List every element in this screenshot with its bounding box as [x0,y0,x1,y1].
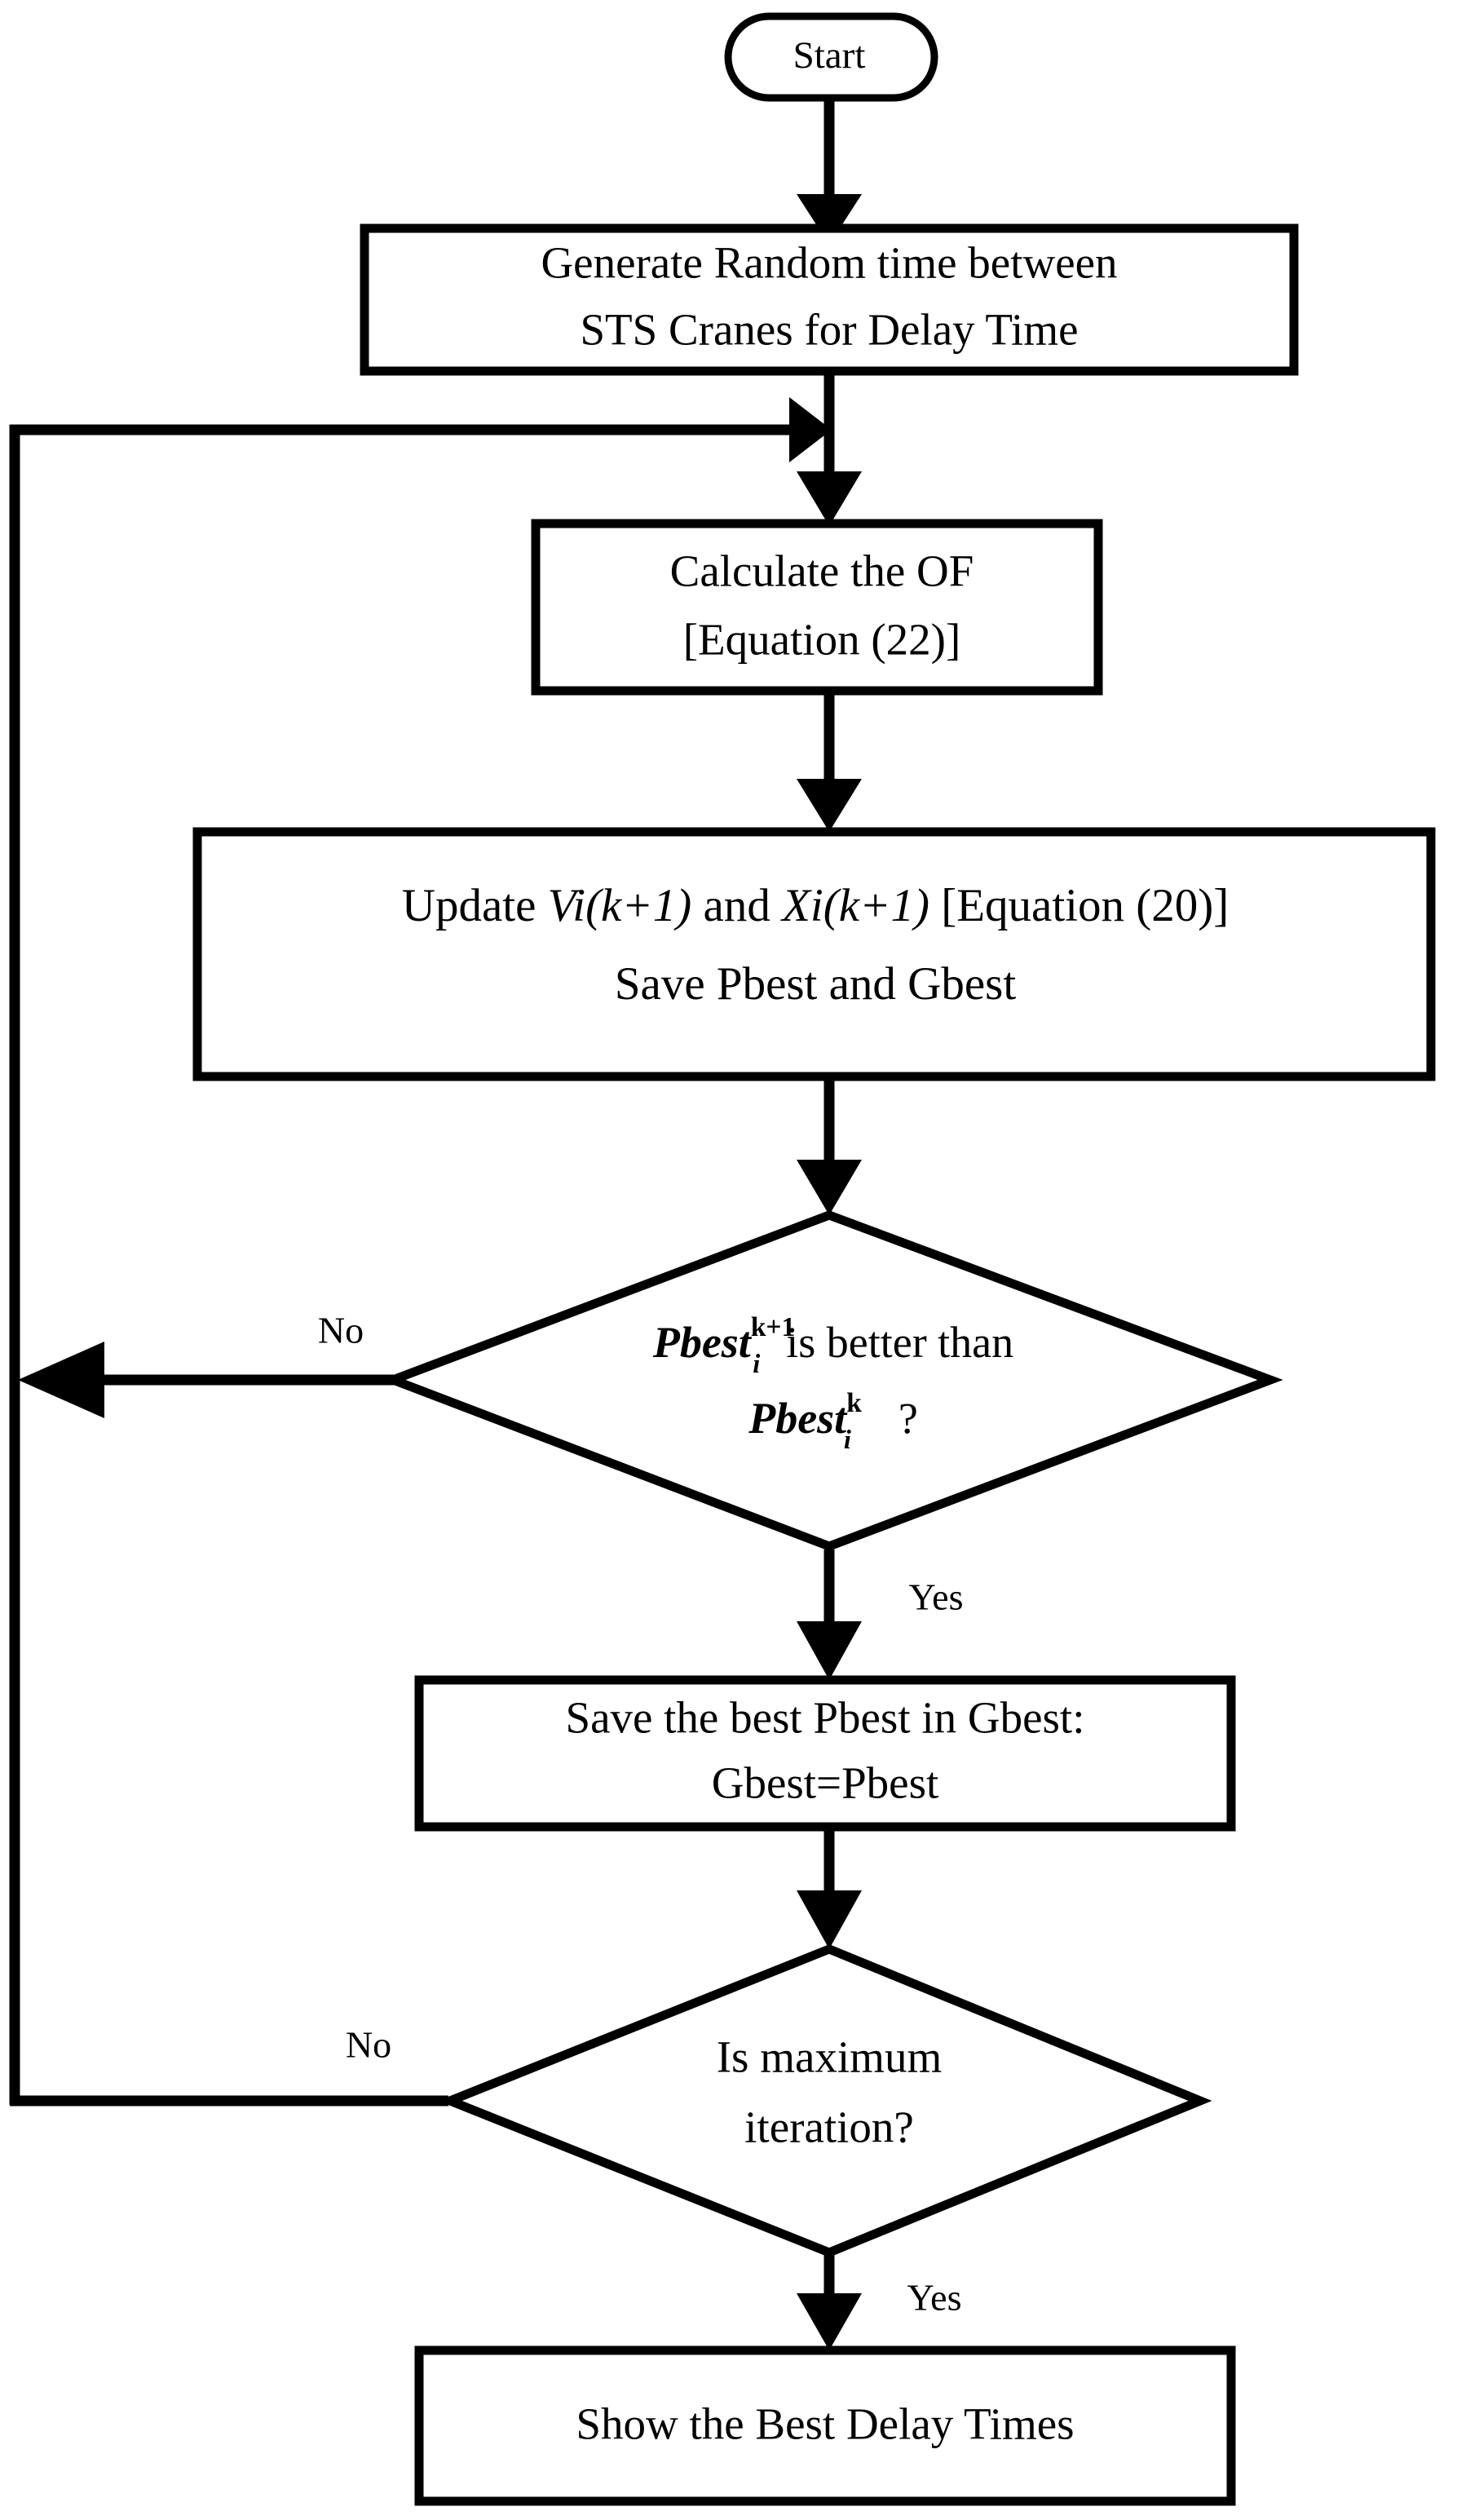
decision-pbest-sub-i2: i [844,1426,851,1455]
decision-pbest-question: ? [898,1394,918,1443]
node-decision-pbest-line1: Pbestk+1 i is better than [652,1312,1013,1380]
edge-label-iteration-yes: Yes [907,2277,962,2319]
node-calculate-line1: Calculate the OF [670,546,974,596]
node-generate-random-time[interactable] [360,223,1299,376]
node-update-line2: Save Pbest and Gbest [615,958,1017,1010]
edge-savegbest-to-decision-iteration [797,1827,862,1949]
edge-generate-to-calculate [797,371,862,526]
edge-label-pbest-yes: Yes [909,1576,964,1618]
edge-feedback-loop [9,397,832,2105]
node-update-line1: Update Vi(k+1) and Xi(k+1) [Equation (20… [402,880,1229,931]
decision-pbest-sup-new: k+1 [751,1312,795,1342]
node-calculate-line2: [Equation (22)] [683,615,961,665]
node-save-gbest-line1: Save the best Pbest in Gbest: [565,1693,1084,1743]
node-start[interactable] [724,12,938,102]
edge-decision-iteration-yes [797,2255,862,2350]
decision-pbest-var2: Pbest [748,1394,848,1443]
decision-pbest-sup-old: k [846,1388,862,1418]
node-decision-iteration-line1: Is maximum [717,2032,943,2082]
edge-decision-pbest-no [18,1342,395,1418]
node-calculate-of[interactable] [531,519,1103,696]
update-line1-and: and [691,880,782,931]
edge-label-pbest-no: No [318,1310,364,1351]
update-line1-prefix: Update [402,880,548,931]
update-line1-eq: [Equation (20)] [929,880,1229,931]
edge-decision-pbest-yes [797,1550,862,1680]
node-decision-iteration-line2: iteration? [744,2102,914,2152]
node-update-velocity-position[interactable] [192,827,1436,1081]
decision-pbest-sub-i: i [753,1350,760,1379]
node-decision-pbest-better[interactable] [380,1210,1283,1551]
update-line1-x: Xi(k+1) [780,880,929,931]
node-show-result-label: Show the Best Delay Times [576,2399,1074,2449]
node-show-best-delay-times[interactable] [414,2345,1236,2506]
node-decision-max-iteration[interactable] [438,1944,1212,2257]
node-generate-line1: Generate Random time between [541,238,1117,288]
edge-calculate-to-update [797,689,862,832]
node-start-label: Start [793,34,866,77]
update-line1-v: Vi(k+1) [548,880,692,931]
decision-pbest-mid: is better than [786,1318,1013,1367]
edge-update-to-decision-pbest [797,1077,862,1215]
node-save-best-pbest[interactable] [414,1675,1236,1832]
node-save-gbest-line2: Gbest=Pbest [712,1758,939,1808]
edge-label-iteration-no: No [346,2024,391,2066]
decision-pbest-var1: Pbest [652,1318,753,1367]
node-generate-line2: STS Cranes for Delay Time [580,305,1078,355]
